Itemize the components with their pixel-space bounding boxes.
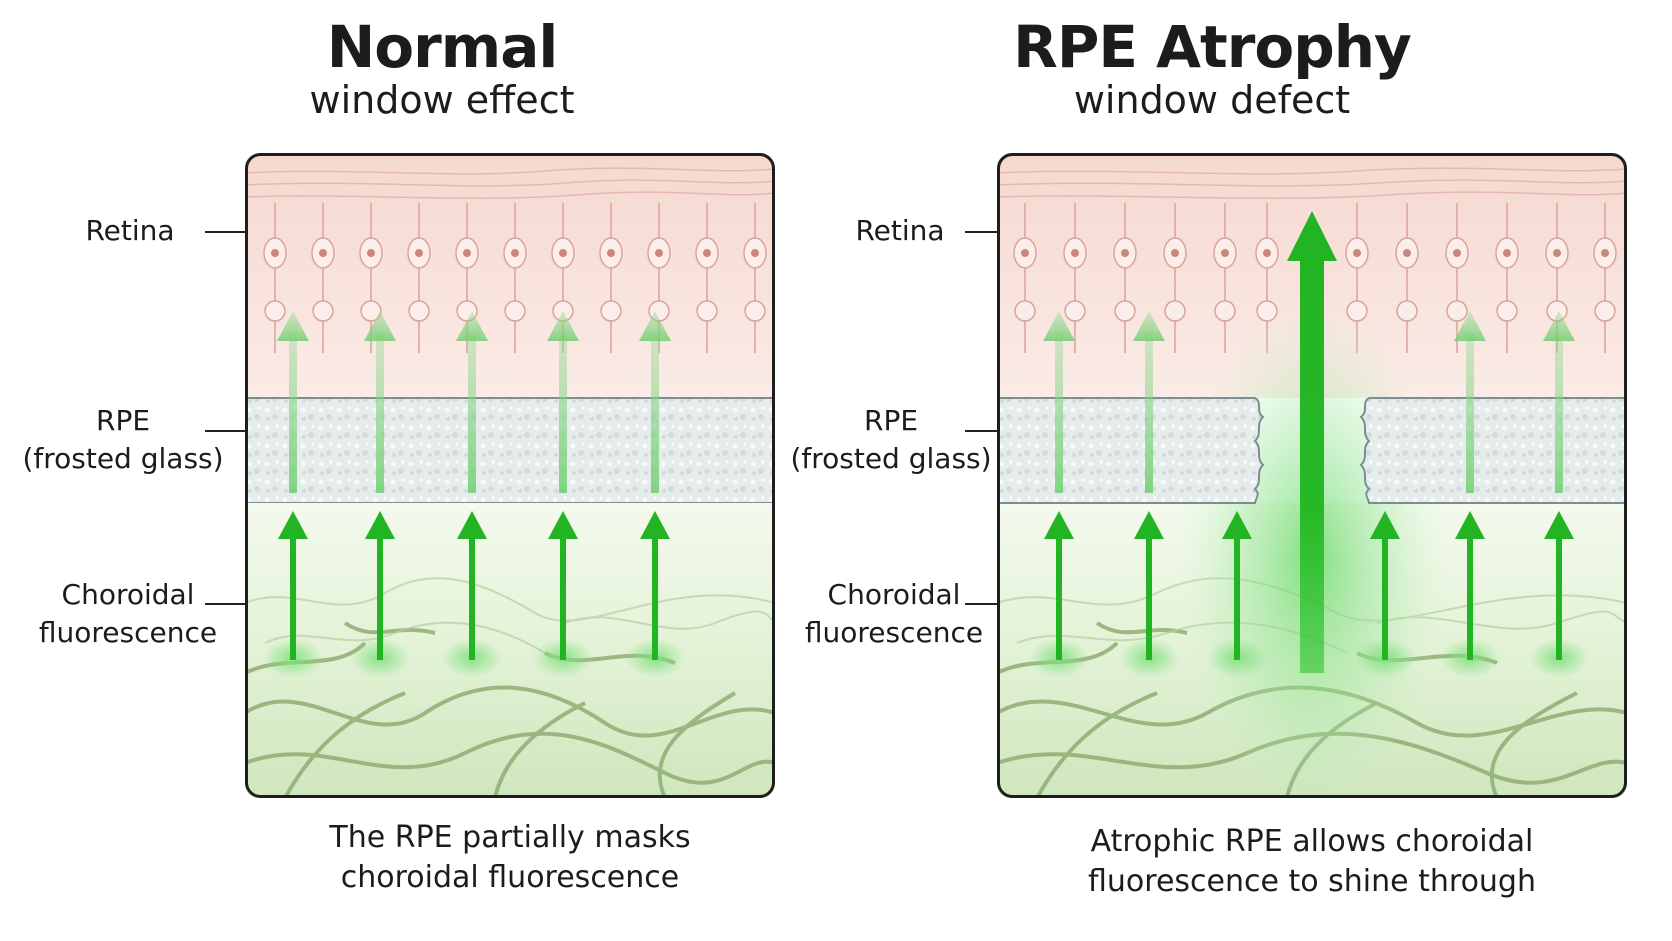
normal-caption-line1: The RPE partially masks [329, 820, 691, 855]
atrophy-title: RPE Atrophy [1013, 13, 1412, 81]
upward-arrow [1455, 511, 1485, 660]
upward-arrow [1044, 511, 1074, 660]
choroid-label-right: Choroidal fluorescence [794, 576, 994, 652]
upward-arrow [639, 311, 671, 493]
upward-arrow [1543, 311, 1575, 493]
atrophy-caption: Atrophic RPE allows choroidal fluorescen… [962, 822, 1662, 902]
choroid-leader-left [205, 603, 245, 605]
choroid-label-left-line2: fluorescence [38, 616, 218, 649]
rpe-label-right-line2: (frosted glass) [790, 442, 992, 475]
retina-label-left: Retina [85, 214, 175, 247]
upward-arrow [456, 311, 488, 493]
atrophy-diagram [997, 153, 1627, 798]
frosted-glass-layer [245, 398, 775, 503]
choroid-label-right-line1: Choroidal [827, 578, 961, 611]
upward-arrow [547, 311, 579, 493]
normal-caption-line2: choroidal fluorescence [340, 860, 680, 895]
normal-diagram [245, 153, 775, 798]
retina-leader-left [205, 231, 245, 233]
upward-arrow [277, 311, 309, 493]
masked-arrows [277, 311, 671, 493]
normal-subtitle: window effect [309, 78, 575, 122]
upward-arrow [1133, 311, 1165, 493]
choroid-layer [245, 503, 775, 798]
atrophy-caption-line2: fluorescence to shine through [1088, 864, 1536, 899]
rpe-label-right-line1: RPE [863, 404, 919, 437]
retina-layer [245, 153, 775, 398]
retina-leader-right [965, 231, 997, 233]
masked-arrows [1043, 311, 1575, 493]
retina-label-right: Retina [855, 214, 945, 247]
upward-arrow [278, 511, 308, 660]
upward-arrow [1370, 511, 1400, 660]
rpe-leader-right [965, 430, 997, 432]
choroid-arrows [1044, 511, 1574, 660]
rpe-label-left: RPE (frosted glass) [18, 402, 228, 478]
choroid-leader-right [965, 603, 997, 605]
rpe-label-left-line2: (frosted glass) [22, 442, 224, 475]
atrophy-subtitle: window defect [1073, 78, 1351, 122]
upward-arrow [1454, 311, 1486, 493]
upward-arrow [365, 511, 395, 660]
upward-arrow [1134, 511, 1164, 660]
normal-title: Normal [326, 13, 558, 81]
rpe-label-right: RPE (frosted glass) [786, 402, 996, 478]
choroid-label-left-line1: Choroidal [61, 578, 195, 611]
normal-caption: The RPE partially masks choroidal fluore… [160, 818, 860, 898]
retina-cell-layer [1013, 203, 1617, 353]
choroid-label-left: Choroidal fluorescence [28, 576, 228, 652]
upward-arrow [1287, 211, 1337, 673]
rpe-leader-left [205, 430, 245, 432]
upward-arrow [548, 511, 578, 660]
upward-arrow [1222, 511, 1252, 660]
upward-arrow [457, 511, 487, 660]
atrophy-caption-line1: Atrophic RPE allows choroidal [1090, 824, 1534, 859]
upward-arrow [1043, 311, 1075, 493]
choroid-label-right-line2: fluorescence [804, 616, 984, 649]
rpe-label-left-line1: RPE [95, 404, 151, 437]
upward-arrow [640, 511, 670, 660]
upward-arrow [364, 311, 396, 493]
upward-arrow [1544, 511, 1574, 660]
choroid-arrows [278, 511, 670, 660]
